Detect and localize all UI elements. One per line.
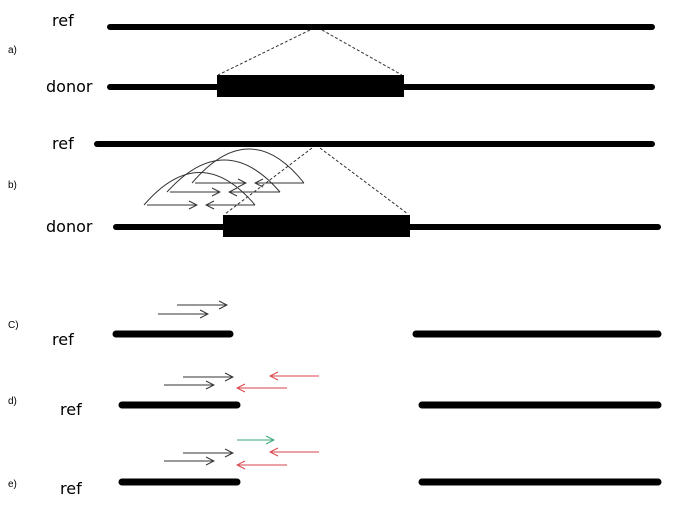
insertion-dash-right [321,29,403,76]
panel-d: d) ref [8,376,662,419]
panel-c: C) ref [8,305,662,349]
insertion-dash-right [319,147,409,215]
ref-label: ref [52,11,74,30]
insertion-block [223,215,410,237]
panel-e-label: e) [8,479,17,490]
pair-arc [143,172,256,206]
insertion-block [217,75,404,97]
pair-arc [166,159,281,193]
read-pairs [143,148,305,206]
panel-b-label: b) [8,180,17,191]
panel-c-label: C) [8,320,19,331]
panel-a-label: a) [8,45,17,56]
insertion-dash-left [224,147,313,215]
insertion-dash-left [217,29,311,76]
panel-a: a) ref donor [8,11,655,97]
ref-label: ref [52,134,74,153]
pair-arc [191,148,305,184]
ref-label: ref [60,400,82,419]
ref-label: ref [52,330,74,349]
ref-label: ref [60,479,82,498]
panel-d-label: d) [8,396,17,407]
donor-label: donor [46,77,93,96]
panel-b: b) ref donor [8,134,661,237]
donor-label: donor [46,217,93,236]
panel-e: e) ref [8,440,662,498]
